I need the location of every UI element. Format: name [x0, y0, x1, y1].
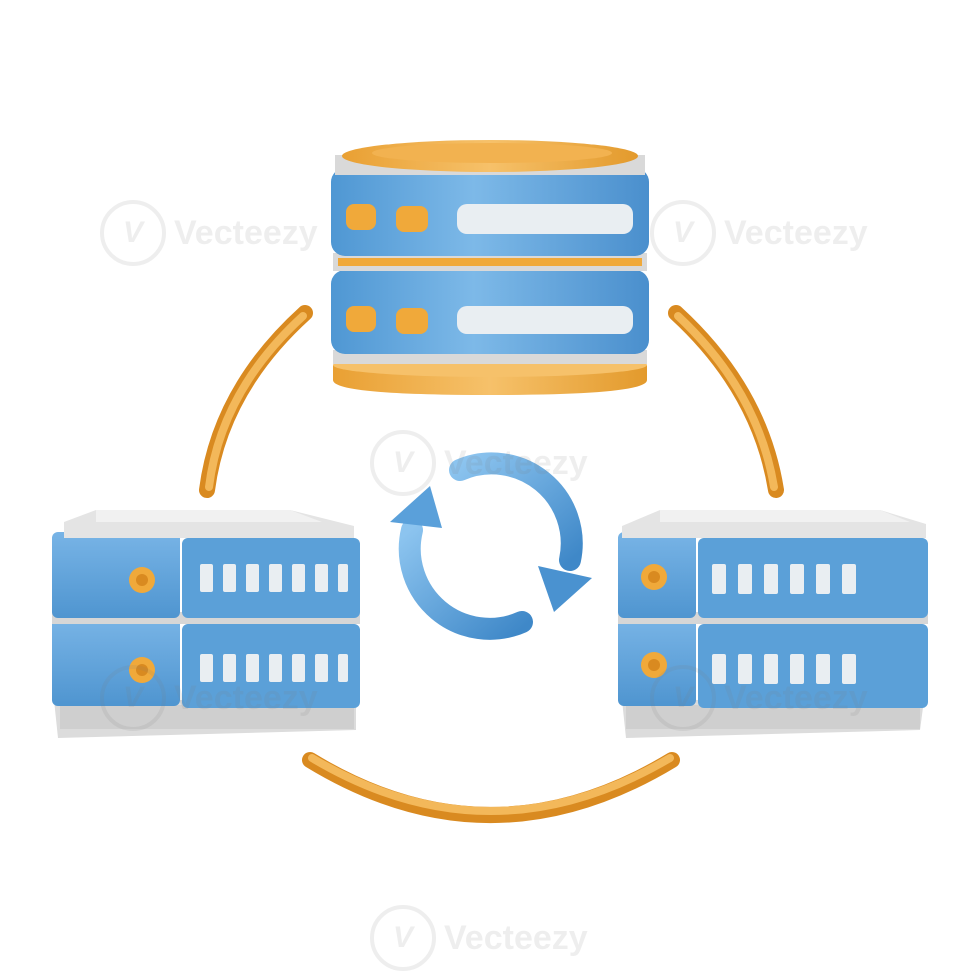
server-icon-right [618, 510, 928, 738]
connection-arc-bottom-highlight [308, 754, 674, 815]
connection-arcs [199, 305, 784, 823]
connection-arc-right-highlight [674, 312, 778, 491]
drive-bays [712, 564, 856, 594]
drive-bays [712, 654, 856, 684]
connection-arc-left-highlight [205, 312, 307, 491]
db-slot-1 [457, 204, 633, 234]
database-icon [331, 140, 649, 395]
db-led-2b [396, 308, 428, 334]
connection-arc-right [668, 305, 784, 498]
db-led-1b [396, 206, 428, 232]
sync-arrows-icon [390, 452, 592, 640]
db-led-1a [346, 204, 376, 230]
server-icon-left [52, 510, 360, 738]
drive-bays [200, 564, 348, 592]
drive-bays [200, 654, 348, 682]
db-led-2a [346, 306, 376, 332]
db-slot-2 [457, 306, 633, 334]
connection-arc-left [199, 305, 313, 498]
